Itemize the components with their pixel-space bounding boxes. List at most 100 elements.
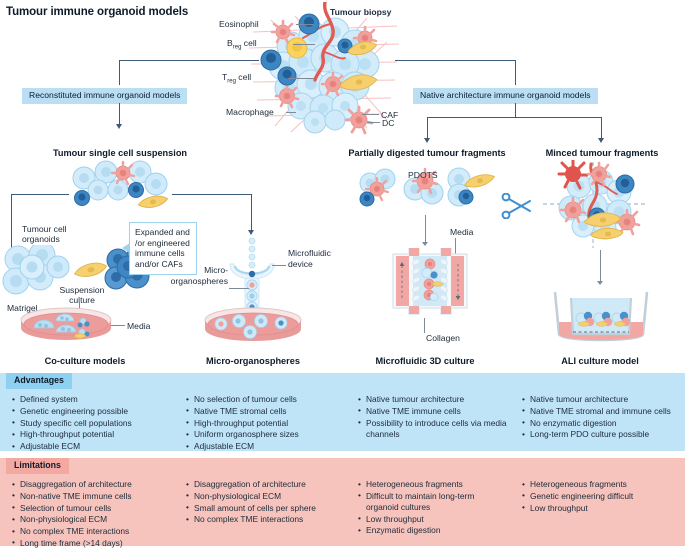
advantages-microfluidic: Native tumour architecture Native TME im… [358, 393, 513, 440]
advantages-ali-list: Native tumour architecture Native TME st… [522, 393, 682, 440]
list-item: Non-native TME immune cells [12, 490, 177, 502]
figure-title: Tumour immune organoid models [6, 6, 189, 18]
list-item: Genetic engineering difficult [522, 490, 682, 502]
leader-microfluidic-device [272, 265, 286, 266]
list-item: Heterogeneous fragments [358, 478, 508, 490]
list-item: No complex TME interactions [186, 514, 351, 525]
arrowhead-reconstituted [116, 124, 122, 129]
leader-media-left [110, 325, 125, 326]
connector-left-down-top [119, 60, 121, 85]
connector-suspension-right [172, 194, 252, 196]
limitations-microfluidic-list: Heterogeneous fragments Difficult to mai… [358, 478, 508, 537]
limitations-micro-organospheres: Disaggregation of architecture Non-physi… [186, 478, 351, 526]
leader-caf [362, 114, 379, 115]
limitations-microfluidic: Heterogeneous fragments Difficult to mai… [358, 478, 508, 537]
connector-minced-down [601, 117, 603, 139]
list-item: Disaggregation of architecture [186, 478, 351, 490]
caf-cell-icon [73, 262, 108, 277]
connector-pdots-to-chip [425, 215, 427, 243]
leader-dc [367, 122, 380, 123]
list-item: Native tumour architecture [522, 393, 682, 405]
leader-micro-organospheres [229, 288, 249, 289]
model-name-co-culture-models: Co-culture models [44, 356, 126, 366]
advantages-co-culture-list: Defined system Genetic engineering possi… [12, 393, 172, 452]
ali-culture-illustration [553, 291, 649, 342]
leader-collagen [424, 318, 425, 333]
limitations-co-culture: Disaggregation of architecture Non-nativ… [12, 478, 177, 550]
arrowhead-micro-organospheres [248, 230, 254, 235]
connector-left-spine [119, 60, 259, 62]
label-tumour-biopsy: Tumour biopsy [330, 7, 392, 17]
microfluidic-device-illustration [229, 238, 275, 313]
box-reconstituted-models: Reconstituted immune organoid models [22, 88, 188, 104]
leader-breg [293, 44, 315, 45]
tumour-biopsy-illustration [248, 2, 400, 135]
single-cell-suspension-illustration [72, 160, 169, 208]
list-item: Heterogeneous fragments [522, 478, 682, 490]
header-partially-digested-tumour-fragments: Partially digested tumour fragments [348, 148, 506, 158]
list-item: Selection of tumour cells [12, 502, 177, 514]
connector-right-down-top [515, 60, 517, 85]
label-matrigel: Matrigel [7, 303, 38, 313]
model-name-microfluidic-3d-culture: Microfluidic 3D culture [375, 356, 475, 366]
label-collagen: Collagen [426, 333, 460, 343]
co-culture-dish-illustration [20, 307, 112, 340]
minced-tumour-fragments-illustration [543, 160, 647, 248]
list-item: Non-physiological ECM [186, 490, 351, 502]
list-item: Small amount of cells per sphere [186, 502, 351, 514]
header-minced-tumour-fragments: Minced tumour fragments [545, 148, 659, 158]
scissors-icon [501, 193, 531, 219]
limitations-micro-organospheres-list: Disaggregation of architecture Non-physi… [186, 478, 351, 525]
label-treg-cell: Treg cell [222, 72, 252, 85]
list-item: No complex TME interactions [12, 526, 177, 537]
list-item: No selection of tumour cells [186, 393, 346, 405]
list-item: Adjustable ECM [12, 441, 172, 452]
connector-right-spine [395, 60, 515, 62]
connector-suspension-left-down [11, 194, 13, 252]
microfluidic-chip-illustration [392, 248, 468, 315]
list-item: Enzymatic digestion [358, 525, 508, 536]
arrowhead-pdots-to-chip [422, 242, 428, 246]
connector-right-split [427, 117, 602, 119]
connector-left-down-bottom [119, 103, 121, 125]
list-item: Uniform organosphere sizes [186, 429, 346, 440]
advantages-microfluidic-list: Native tumour architecture Native TME im… [358, 393, 513, 440]
list-item: Native TME immune cells [358, 405, 513, 417]
model-name-micro-organospheres: Micro-organospheres [206, 356, 300, 366]
list-item: Long time frame (>14 days) [12, 537, 177, 549]
advantages-co-culture: Defined system Genetic engineering possi… [12, 393, 172, 453]
label-pdots: PDOTS [408, 170, 438, 180]
pdots-illustration [359, 167, 495, 207]
label-media-left: Media [127, 321, 151, 331]
label-macrophage: Macrophage [226, 107, 274, 117]
list-item: Native TME stromal cells [186, 405, 346, 417]
box-native-models: Native architecture immune organoid mode… [413, 88, 598, 104]
micro-organospheres-dish-illustration [204, 307, 302, 341]
list-item: Defined system [12, 393, 172, 405]
limitations-panel: Limitations Disaggregation of architectu… [0, 458, 685, 549]
label-breg-cell: Breg cell [227, 38, 257, 51]
list-item: Low throughput [358, 513, 508, 525]
limitations-co-culture-list: Disaggregation of architecture Non-nativ… [12, 478, 177, 549]
connector-suspension-left [11, 194, 69, 196]
advantages-tag: Advantages [6, 373, 72, 389]
leader-macrophage [286, 112, 296, 113]
leader-treg [288, 78, 314, 79]
list-item: Possibility to introduce cells via media… [358, 417, 513, 440]
list-item: Genetic engineering possible [12, 405, 172, 417]
list-item: Non-physiological ECM [12, 514, 177, 525]
label-dc: DC [382, 118, 395, 128]
list-item: Native TME stromal and immune cells [522, 405, 682, 417]
list-item: No enzymatic digestion [522, 417, 682, 429]
limitations-tag: Limitations [6, 458, 69, 474]
list-item: Low throughput [522, 502, 682, 514]
advantages-ali: Native tumour architecture Native TME st… [522, 393, 682, 441]
leader-media-mid [455, 238, 456, 254]
header-tumour-single-cell-suspension: Tumour single cell suspension [52, 148, 188, 158]
advantages-micro-organospheres-list: No selection of tumour cells Native TME … [186, 393, 346, 452]
